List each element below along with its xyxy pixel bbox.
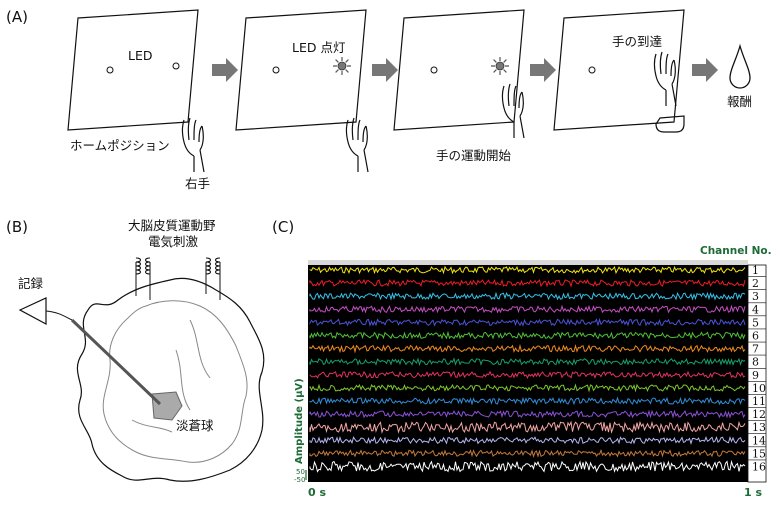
channel-number-label: 3 bbox=[752, 290, 759, 303]
reward-drop-icon bbox=[729, 43, 751, 89]
channel-number-label: 4 bbox=[752, 303, 759, 316]
recording-electrode-icon bbox=[18, 297, 47, 326]
right-hand-label: 右手 bbox=[185, 176, 210, 191]
trace-channel-8 bbox=[309, 357, 746, 367]
scale-bottom-label: -50 bbox=[294, 476, 305, 484]
led-label: LED bbox=[128, 48, 153, 63]
home-position-label: ホームポジション bbox=[70, 138, 170, 153]
globus-pallidus-label: 淡蒼球 bbox=[176, 418, 214, 433]
trace-channel-1 bbox=[309, 265, 746, 275]
channel-number-label: 9 bbox=[752, 369, 759, 382]
trace-channel-3 bbox=[309, 291, 746, 301]
channel-header: Channel No. bbox=[700, 245, 772, 257]
stimulation-electrode-right-icon bbox=[205, 257, 221, 300]
channel-number-label: 10 bbox=[752, 382, 766, 395]
reward-label: 報酬 bbox=[727, 94, 752, 109]
touch-panel-4 bbox=[553, 9, 685, 133]
x-end-label: 1 s bbox=[744, 486, 762, 499]
electrode-shaft bbox=[70, 318, 162, 406]
right-hand-icon bbox=[345, 117, 369, 173]
trace-channel-11 bbox=[309, 396, 746, 406]
arrow-right-icon bbox=[212, 58, 238, 82]
led-lit-icon bbox=[490, 56, 510, 76]
panel-a-label: (A) bbox=[6, 8, 28, 26]
channel-number-label: 15 bbox=[752, 447, 766, 460]
trace-channel-13 bbox=[309, 420, 746, 435]
brain-section-diagram bbox=[76, 277, 265, 482]
panel-c-label: (C) bbox=[272, 218, 294, 236]
led-on-label: LED 点灯 bbox=[292, 40, 345, 55]
trace-channel-10 bbox=[309, 383, 746, 393]
hand-reach-label: 手の到達 bbox=[612, 34, 663, 49]
touch-panel-2 bbox=[235, 9, 367, 131]
recording-label: 記録 bbox=[18, 276, 44, 291]
trace-group bbox=[309, 265, 746, 473]
channel-number-label: 5 bbox=[752, 316, 759, 329]
trace-channel-14 bbox=[309, 435, 746, 445]
arrow-right-icon bbox=[530, 58, 556, 82]
motor-cortex-label: 大脳皮質運動野 bbox=[128, 218, 216, 233]
channel-number-label: 1 bbox=[752, 264, 759, 277]
trace-channel-16 bbox=[309, 459, 746, 473]
panel-b-label: (B) bbox=[6, 218, 28, 236]
channel-number-label: 8 bbox=[752, 356, 759, 369]
channel-number-label: 7 bbox=[752, 343, 759, 356]
trace-channel-12 bbox=[309, 409, 746, 419]
trace-channel-2 bbox=[309, 278, 746, 288]
trace-channel-15 bbox=[309, 448, 746, 458]
right-hand-icon bbox=[181, 117, 205, 173]
trace-channel-7 bbox=[309, 343, 746, 354]
trace-channel-9 bbox=[309, 370, 746, 380]
arrow-right-icon bbox=[692, 58, 718, 82]
stimulation-electrode-left-icon bbox=[135, 257, 151, 300]
trace-channel-6 bbox=[309, 330, 746, 340]
x-start-label: 0 s bbox=[308, 486, 326, 499]
scale-top-label: 50 bbox=[296, 468, 305, 476]
amplitude-axis-label: Amplitude (μV) bbox=[294, 378, 305, 464]
channel-number-label: 2 bbox=[752, 277, 759, 290]
movement-onset-label: 手の運動開始 bbox=[436, 148, 512, 163]
channel-number-label: 16 bbox=[752, 461, 766, 474]
electrical-stim-label: 電気刺激 bbox=[148, 234, 199, 249]
channel-number-label: 11 bbox=[752, 395, 766, 408]
led-lit-icon bbox=[332, 56, 352, 76]
channel-number-label: 13 bbox=[752, 421, 766, 434]
channel-number-label: 6 bbox=[752, 330, 759, 343]
trace-channel-5 bbox=[309, 317, 746, 327]
recording-plot-area bbox=[308, 260, 748, 482]
channel-number-label: 12 bbox=[752, 408, 766, 421]
touch-panel-1 bbox=[67, 9, 199, 131]
trace-channel-4 bbox=[309, 304, 746, 314]
arrow-right-icon bbox=[372, 58, 398, 82]
channel-number-label: 14 bbox=[752, 434, 766, 447]
